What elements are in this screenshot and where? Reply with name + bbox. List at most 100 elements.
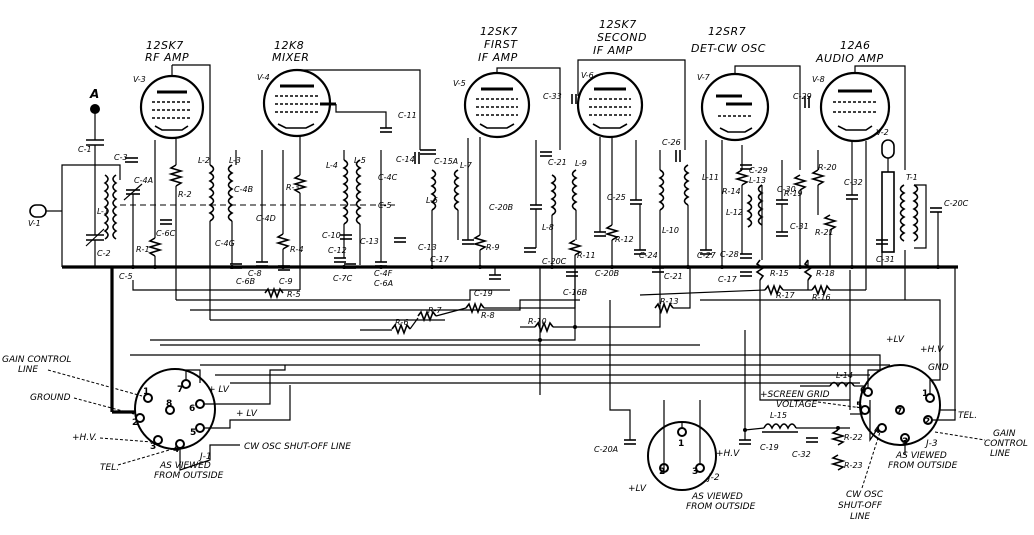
svg-text:1: 1	[143, 387, 149, 397]
resistor-r14: R-14	[722, 169, 750, 196]
tube-v3-type: 12SK7	[146, 39, 184, 52]
tube-v8-type: 12A6	[840, 39, 871, 52]
label-c4c: C-4C	[378, 173, 398, 182]
svg-text:R-19: R-19	[784, 189, 803, 198]
label-c7b: C-8	[248, 269, 262, 278]
j1-ground-label: GROUND	[30, 393, 71, 403]
j1-viewed-1: AS VIEWED	[159, 461, 211, 471]
label-c22: C-25	[607, 193, 626, 202]
label-c16b: C-19	[760, 443, 779, 452]
coil-l4: L-4	[326, 159, 349, 225]
svg-text:L-8: L-8	[542, 223, 554, 232]
tube-v7-function: DET-CW OSC	[691, 42, 766, 55]
resistor-r11: R-11	[567, 239, 596, 260]
svg-text:L-14: L-14	[836, 371, 853, 380]
label-c17: C-20B	[489, 203, 513, 212]
svg-text:L-7: L-7	[460, 161, 473, 170]
coil-l11: L-11	[683, 164, 719, 206]
connector-j1: 1 2 3 4 5 6 7 8	[132, 365, 291, 471]
svg-text:V-2: V-2	[876, 128, 889, 137]
resistor-r5: R-5	[264, 286, 301, 300]
resistor-r4: R-4	[275, 233, 304, 254]
j3-screen-label-1: +SCREEN GRID	[760, 390, 830, 400]
label-c10: C-13	[360, 237, 379, 246]
j2-viewed-1: AS VIEWED	[691, 492, 743, 502]
label-c26: C-29	[749, 166, 768, 175]
tube-v4	[262, 68, 336, 138]
j2-viewed-2: FROM OUTSIDE	[686, 502, 756, 512]
svg-text:R-11: R-11	[577, 251, 596, 260]
svg-text:L-11: L-11	[702, 173, 719, 182]
label-c6c: C-6C	[156, 229, 176, 238]
resistor-r22: R-22	[830, 429, 863, 446]
svg-text:L-13: L-13	[749, 176, 766, 185]
tube-v3	[139, 65, 205, 140]
j1-hv-label: +H.V.	[72, 433, 97, 443]
label-c8: C-10	[322, 231, 341, 240]
j1-gain-label-1: GAIN CONTROL	[2, 355, 71, 365]
resistor-r17: R-17	[764, 283, 796, 300]
label-c11: C-11	[398, 111, 417, 120]
tube-v6	[576, 71, 644, 139]
tube-v5-function-1: FIRST	[484, 38, 518, 51]
j1-tel-label: TEL.	[100, 463, 119, 473]
resistor-r2: R-2	[168, 164, 192, 199]
resistor-r18: R-18	[803, 259, 835, 281]
j1-lv-mid-label: + LV	[236, 409, 258, 419]
svg-text:R-22: R-22	[844, 433, 863, 442]
tube-v5	[463, 71, 531, 139]
j3-hv-label: +H.V	[920, 345, 944, 355]
resistor-r19: R-19	[784, 174, 808, 198]
label-c24: C-27	[697, 251, 717, 260]
tube-v3-id: V-3	[133, 75, 146, 84]
svg-text:R-1: R-1	[136, 245, 150, 254]
tube-v8-function: AUDIO AMP	[815, 52, 884, 65]
j3-name: J-3	[924, 439, 938, 449]
label-c7c: C-9	[279, 277, 293, 286]
svg-text:R-21: R-21	[815, 228, 834, 237]
j2-name: J-2	[706, 473, 720, 483]
resistor-r1: R-1	[136, 237, 163, 257]
j2-hv-label: +H.V	[716, 449, 740, 459]
svg-text:V-1: V-1	[28, 219, 41, 228]
tube-v5-function-2: IF AMP	[478, 51, 518, 64]
label-c20b: C-20C	[944, 199, 969, 208]
coil-l12: L-12	[726, 194, 753, 228]
svg-text:L-4: L-4	[326, 161, 338, 170]
resistor-r20: R-20	[810, 163, 837, 186]
svg-text:L-10: L-10	[662, 226, 679, 235]
tube-v4-function: MIXER	[272, 51, 309, 64]
j3-gain-label-1: GAIN	[993, 429, 1016, 439]
j3-viewed-1: AS VIEWED	[895, 451, 947, 461]
j3-cw-label-2: SHUT-OFF	[838, 501, 883, 511]
svg-text:R-5: R-5	[287, 290, 301, 299]
j3-lv-label: +LV	[886, 335, 905, 345]
label-c4f: C-4G	[215, 239, 235, 248]
label-c15b: C-17	[430, 255, 450, 264]
svg-text:R-17: R-17	[776, 291, 796, 300]
svg-text:R-9: R-9	[486, 243, 500, 252]
label-c27: C-30	[777, 185, 796, 194]
label-c25: C-28	[720, 250, 739, 259]
svg-text:5: 5	[190, 428, 196, 438]
resistor-r6: R-6	[391, 318, 411, 336]
label-c20a: C-20B	[595, 269, 619, 278]
j1-gain-label-2: LINE	[18, 365, 38, 375]
label-c18: C-20C	[542, 257, 567, 266]
tube-v6-function-2: IF AMP	[593, 44, 633, 57]
label-c7a: C-7C	[333, 274, 353, 283]
svg-text:3: 3	[692, 467, 698, 477]
resistor-r13: R-13	[654, 297, 679, 315]
svg-text:R-15: R-15	[770, 269, 789, 278]
j3-cw-label-3: LINE	[850, 512, 870, 522]
resistor-r15: R-15	[755, 259, 789, 281]
tube-v7	[700, 72, 770, 142]
svg-text:4: 4	[173, 445, 179, 455]
tube-v7-type: 12SR7	[708, 25, 746, 38]
coil-l5: L-5	[354, 156, 366, 225]
label-c4a: C-4A	[134, 176, 153, 185]
tube-v8-id: V-8	[812, 75, 825, 84]
tube-v4-type: 12K8	[274, 39, 304, 52]
tube-v6-type: 12SK7	[599, 18, 637, 31]
label-c32: C-32	[792, 450, 811, 459]
